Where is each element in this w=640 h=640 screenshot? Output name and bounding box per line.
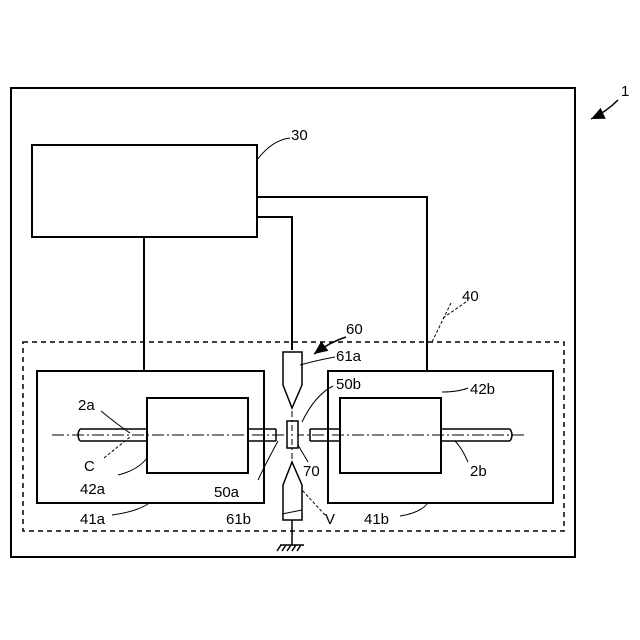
label-right-holder: 42b	[470, 381, 495, 398]
label-upper-electrode: 61a	[336, 348, 362, 365]
label-vertical-axis: V	[325, 511, 335, 528]
label-electrode-pair: 60	[346, 321, 363, 338]
label-chamber: 40	[462, 288, 479, 305]
label-splice-point: 70	[303, 463, 320, 480]
label-left-holder: 42a	[80, 481, 106, 498]
ground-icon	[277, 520, 304, 551]
device-arrow	[591, 100, 618, 119]
label-device: 1	[621, 83, 629, 100]
label-left-fiber: 2a	[78, 397, 95, 414]
label-left-unit: 41a	[80, 511, 106, 528]
label-right-fiber: 2b	[470, 463, 487, 480]
label-left-end: 50a	[214, 484, 240, 501]
lower-electrode	[283, 462, 302, 520]
controller-box	[32, 145, 257, 237]
control-wires	[144, 197, 427, 371]
label-axis: C	[84, 458, 95, 475]
label-right-end: 50b	[336, 376, 361, 393]
label-right-unit: 41b	[364, 511, 389, 528]
upper-electrode	[283, 352, 302, 408]
label-controller: 30	[291, 127, 308, 144]
label-lower-electrode: 61b	[226, 511, 251, 528]
